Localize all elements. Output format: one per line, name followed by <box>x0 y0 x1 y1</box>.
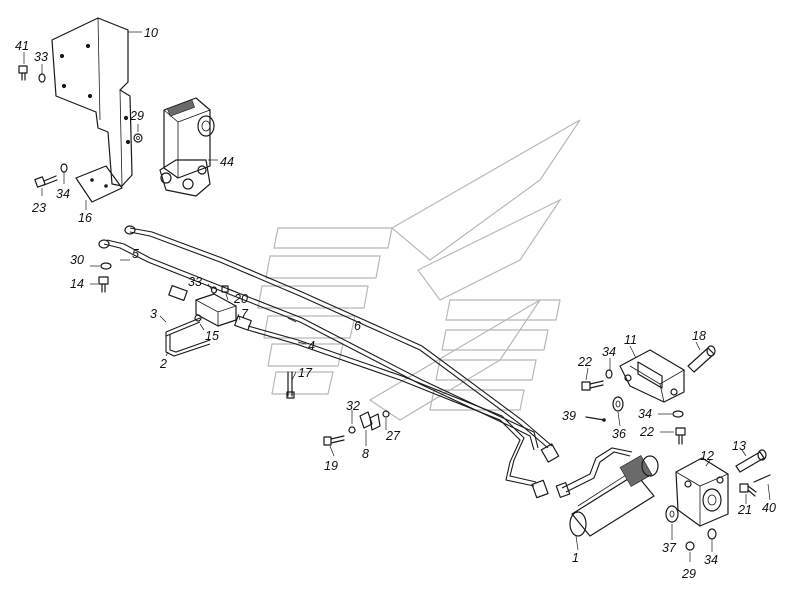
callout-4: 4 <box>308 339 315 353</box>
pin-13 <box>735 449 767 473</box>
tee-block-7 <box>168 284 252 331</box>
callout-19: 19 <box>324 459 338 473</box>
bolt-23 <box>34 175 58 188</box>
pin-18 <box>687 345 716 373</box>
screw-17 <box>286 371 295 399</box>
callout-34d: 34 <box>704 553 718 567</box>
callout-23: 23 <box>31 201 46 215</box>
plate-16 <box>75 165 123 203</box>
valve-44 <box>159 97 215 197</box>
washer-37 <box>665 505 679 523</box>
callout-13: 13 <box>732 439 746 453</box>
callout-34c: 34 <box>638 407 652 421</box>
callout-18: 18 <box>692 329 706 343</box>
washer-32 <box>348 426 356 434</box>
pin-40 <box>753 474 771 483</box>
nut-29b <box>685 541 695 551</box>
washer-33a <box>38 73 46 83</box>
callout-3: 3 <box>150 307 157 321</box>
callout-15: 15 <box>205 329 219 343</box>
bolt-22b <box>675 427 686 445</box>
washer-33b <box>210 286 218 294</box>
callout-21: 21 <box>737 503 752 517</box>
callout-37: 37 <box>662 541 677 555</box>
bolt-19 <box>323 435 345 446</box>
callout-30: 30 <box>70 253 84 267</box>
callout-5: 5 <box>132 247 139 261</box>
pin-39 <box>585 416 606 422</box>
nut-29a <box>133 133 143 143</box>
callout-7: 7 <box>241 307 249 321</box>
callout-14: 14 <box>70 277 84 291</box>
callout-11: 11 <box>624 333 637 347</box>
pipe-6 <box>124 225 560 463</box>
bolt-21 <box>739 483 757 497</box>
nut-34d <box>707 528 717 540</box>
callout-17: 17 <box>298 366 313 380</box>
callout-33a: 33 <box>34 50 48 64</box>
bolt-41 <box>18 65 28 81</box>
washer-34a <box>60 163 68 173</box>
bolt-14 <box>98 276 109 293</box>
callout-34a: 34 <box>56 187 70 201</box>
callout-16: 16 <box>78 211 92 225</box>
bracket-11 <box>619 349 685 403</box>
callout-44: 44 <box>220 155 234 169</box>
callout-33b: 33 <box>188 275 202 289</box>
callout-20: 20 <box>233 292 248 306</box>
bolt-20 <box>221 285 237 293</box>
washer-30 <box>100 262 112 270</box>
callout-29a: 29 <box>129 109 144 123</box>
washer-34b <box>605 369 613 379</box>
watermark-logo <box>257 119 581 421</box>
callout-22a: 22 <box>577 355 592 369</box>
cylinder-1 <box>555 447 659 537</box>
callout-41: 41 <box>15 39 29 53</box>
callout-34b: 34 <box>602 345 616 359</box>
callout-36: 36 <box>612 427 626 441</box>
callout-2: 2 <box>159 357 167 371</box>
callout-6: 6 <box>354 319 361 333</box>
nut-27 <box>382 410 390 418</box>
callout-12: 12 <box>700 449 714 463</box>
washer-34c <box>672 410 684 418</box>
leader-lines <box>23 31 771 562</box>
callout-22b: 22 <box>639 425 654 439</box>
callout-40: 40 <box>762 501 776 515</box>
callout-39: 39 <box>562 409 576 423</box>
l-rod-3 <box>165 317 211 357</box>
pipe-5 <box>98 239 539 451</box>
bracket-plate-10 <box>51 17 133 187</box>
washer-36 <box>612 396 624 412</box>
bracket-12 <box>675 457 729 527</box>
callout-29b: 29 <box>681 567 696 581</box>
callout-labels: 10 41 33 29 44 23 34 16 5 30 14 33 20 7 … <box>15 26 776 581</box>
bolt-22a <box>581 380 604 391</box>
callout-32: 32 <box>346 399 360 413</box>
callout-8: 8 <box>362 447 369 461</box>
callout-10: 10 <box>144 26 158 40</box>
pipe-4 <box>247 325 549 499</box>
clip-8 <box>359 411 381 431</box>
callout-27: 27 <box>385 429 401 443</box>
callout-1: 1 <box>572 551 579 565</box>
